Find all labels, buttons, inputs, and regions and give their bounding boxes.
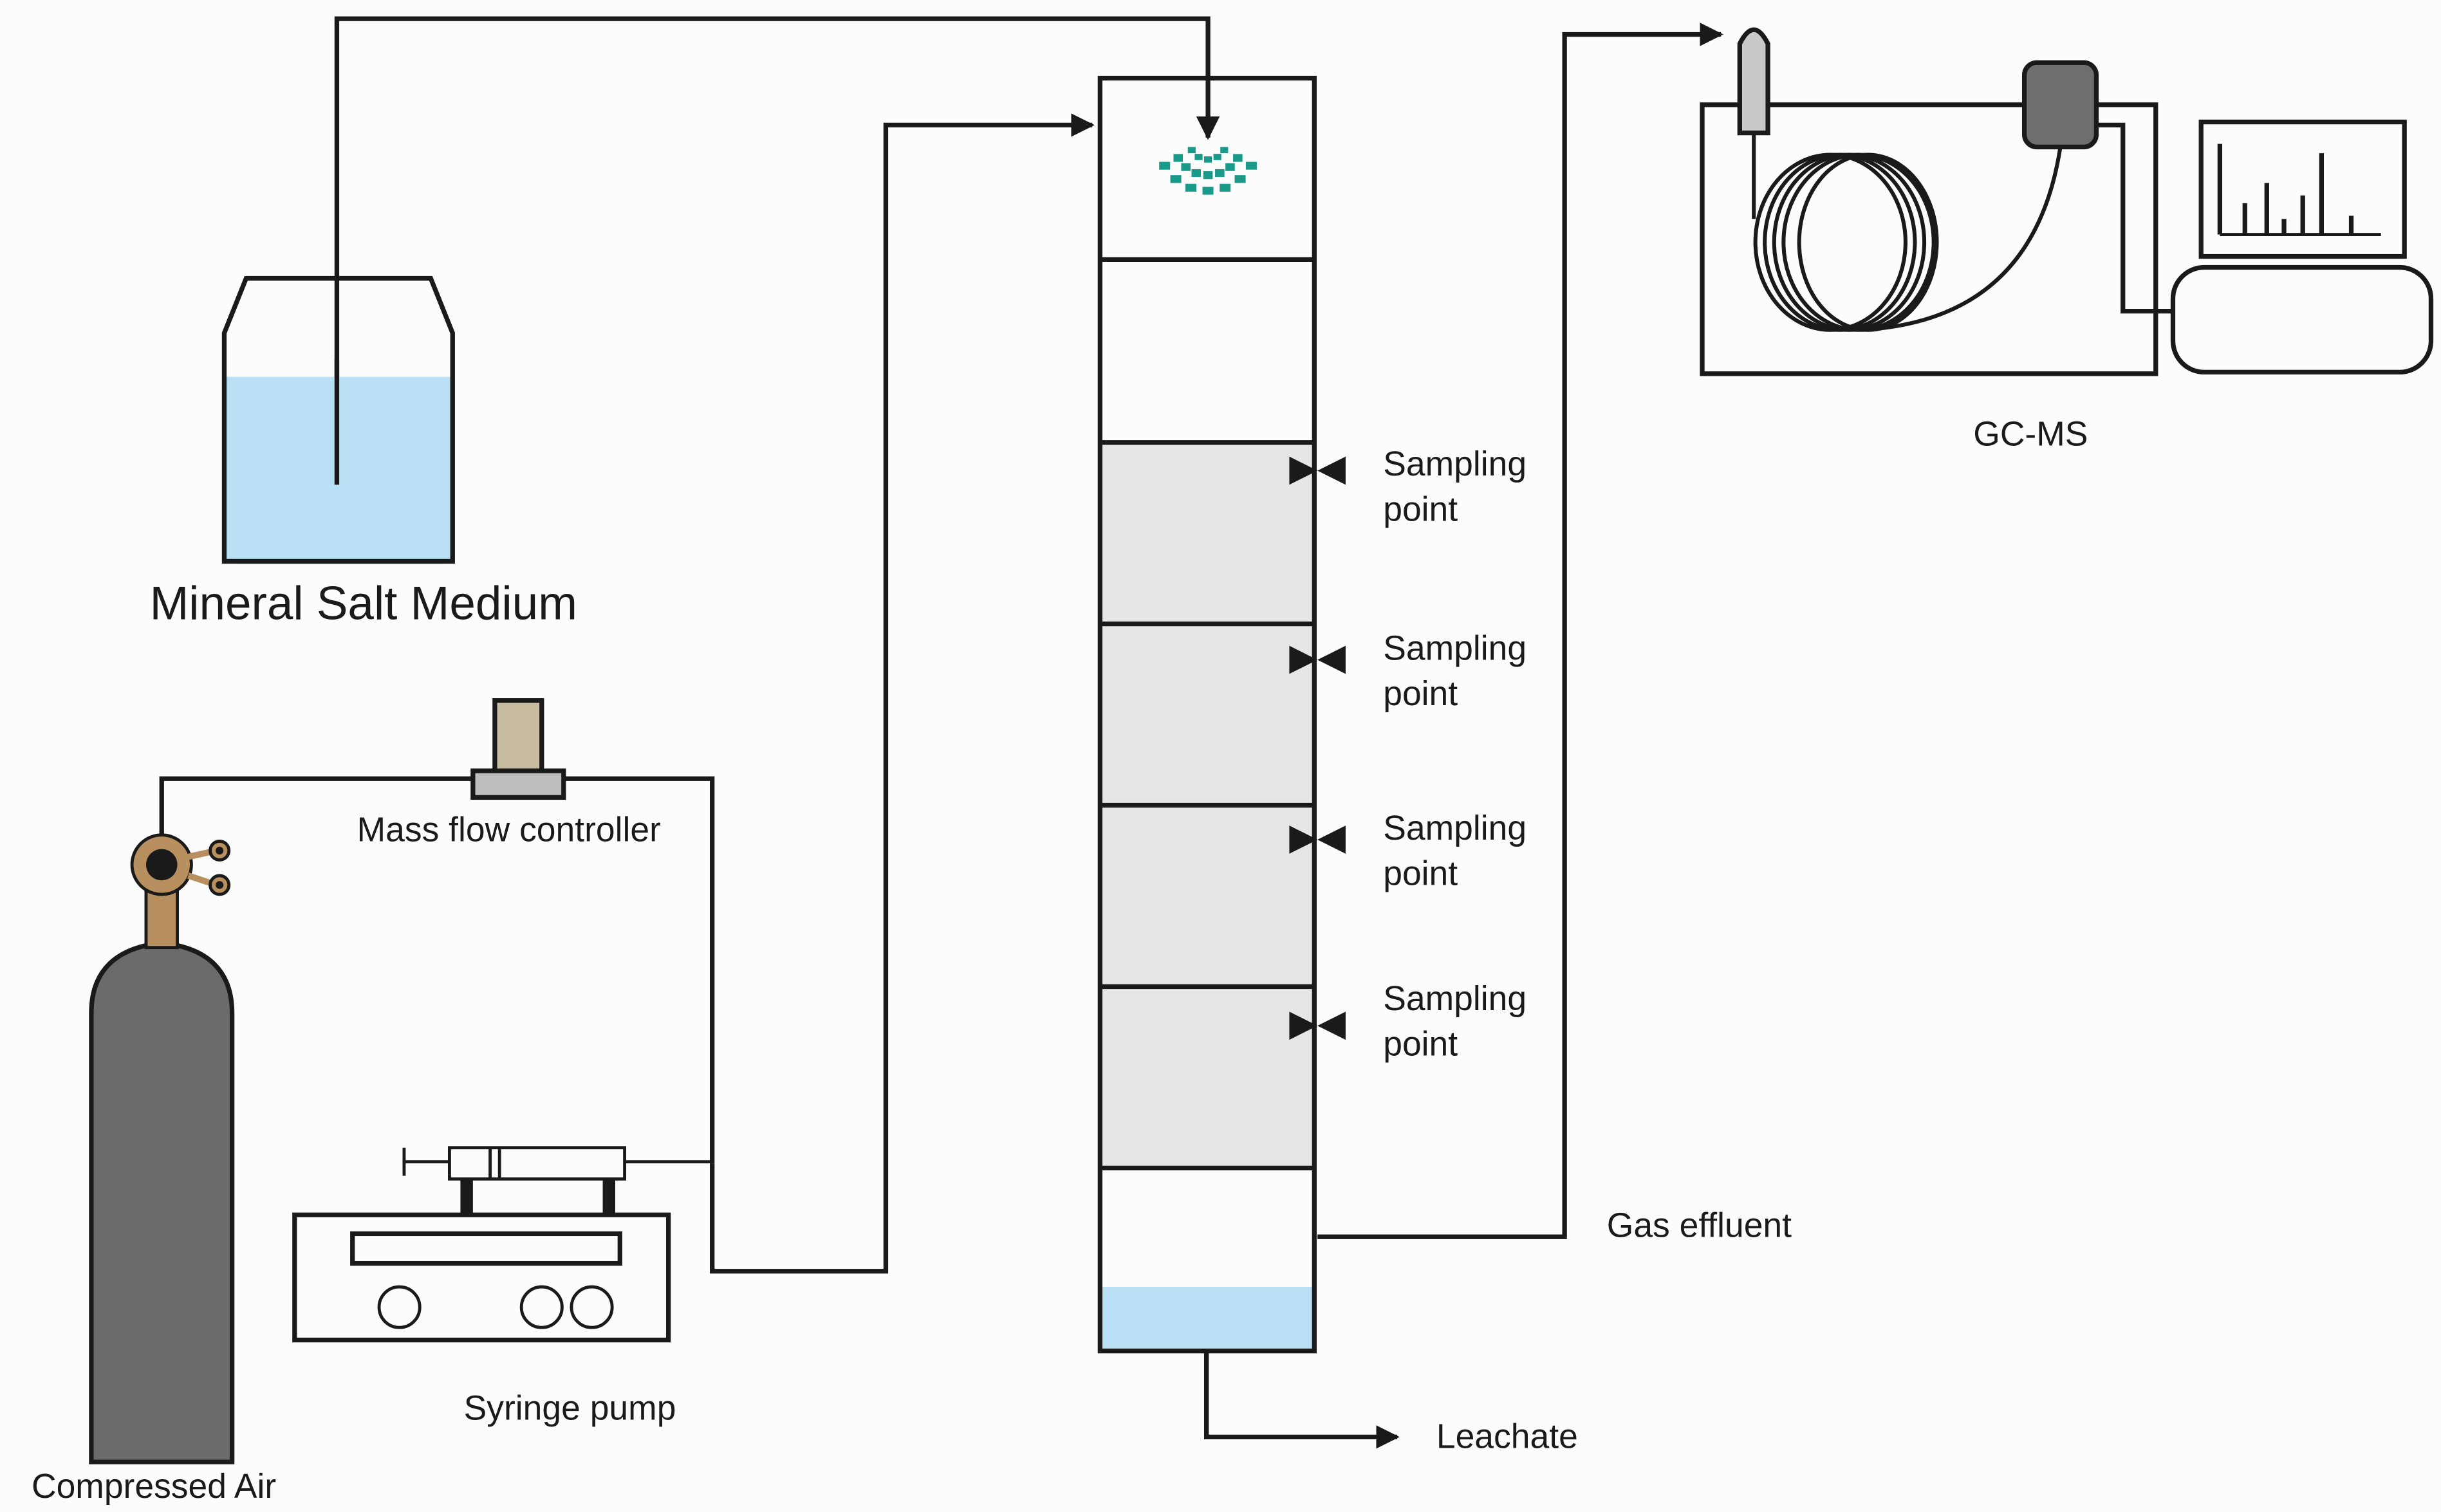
spray-droplet bbox=[1225, 163, 1235, 171]
sampling-point-label: point bbox=[1383, 675, 1458, 713]
sampling-point-label: Sampling bbox=[1383, 630, 1527, 668]
gc-ms-instrument bbox=[1700, 27, 2175, 376]
gas-effluent-label: Gas effluent bbox=[1607, 1206, 1792, 1244]
valve-icon bbox=[1289, 1011, 1346, 1040]
syringe-pump-label: Syringe pump bbox=[464, 1390, 676, 1428]
mineral-salt-medium-label: Mineral Salt Medium bbox=[150, 577, 577, 629]
syringe-icon bbox=[402, 1146, 712, 1181]
spray-droplet bbox=[1213, 154, 1221, 160]
valve-icon bbox=[1289, 645, 1346, 674]
spray-droplet bbox=[1187, 147, 1196, 154]
spray-droplet bbox=[1191, 169, 1202, 178]
spray-droplet bbox=[1203, 156, 1212, 163]
sampling-point-label: Sampling bbox=[1383, 809, 1527, 847]
spray-droplet bbox=[1245, 161, 1257, 170]
medium-feed-line bbox=[334, 16, 1220, 485]
valve-icon bbox=[1289, 456, 1346, 485]
spray-droplet bbox=[1202, 187, 1214, 195]
air-supply-line bbox=[159, 776, 715, 1164]
spray-droplet bbox=[1203, 171, 1213, 180]
sampling-point-label: Sampling bbox=[1383, 445, 1527, 483]
spray-droplet bbox=[1159, 161, 1171, 170]
coiled-column-icon bbox=[1753, 152, 1939, 332]
leachate-label: Leachate bbox=[1436, 1417, 1578, 1455]
biofilter-column bbox=[1097, 75, 1317, 1354]
syringe-pump bbox=[292, 1146, 712, 1343]
spectrum-monitor-icon bbox=[2170, 119, 2434, 375]
spray-droplet bbox=[1215, 169, 1225, 178]
sampling-point-label: point bbox=[1383, 1025, 1458, 1063]
gc-ms-label: GC-MS bbox=[1973, 416, 2088, 454]
spray-nozzle-icon bbox=[1159, 147, 1257, 195]
spray-droplet bbox=[1234, 175, 1246, 183]
spray-droplet bbox=[1233, 154, 1243, 162]
spray-droplet bbox=[1194, 154, 1203, 160]
mass-flow-controller-label: Mass flow controller bbox=[357, 811, 661, 849]
sampling-point-label: point bbox=[1383, 854, 1458, 892]
spray-droplet bbox=[1181, 163, 1191, 171]
sampling-point-label: Sampling bbox=[1383, 980, 1527, 1018]
spray-droplet bbox=[1220, 183, 1231, 192]
compressed-air-label: Compressed Air bbox=[32, 1468, 276, 1506]
mass-flow-controller bbox=[470, 698, 566, 800]
sampling-point-label: point bbox=[1383, 490, 1458, 528]
spray-droplet bbox=[1185, 183, 1196, 192]
leachate-line bbox=[1203, 1352, 1400, 1449]
spray-droplet bbox=[1173, 154, 1183, 162]
spray-droplet bbox=[1220, 147, 1229, 154]
gas-cylinder-icon bbox=[89, 833, 235, 1464]
spray-droplet bbox=[1170, 175, 1182, 183]
air-feed-line bbox=[710, 113, 1095, 1274]
gas-effluent-line bbox=[1317, 23, 1723, 1239]
